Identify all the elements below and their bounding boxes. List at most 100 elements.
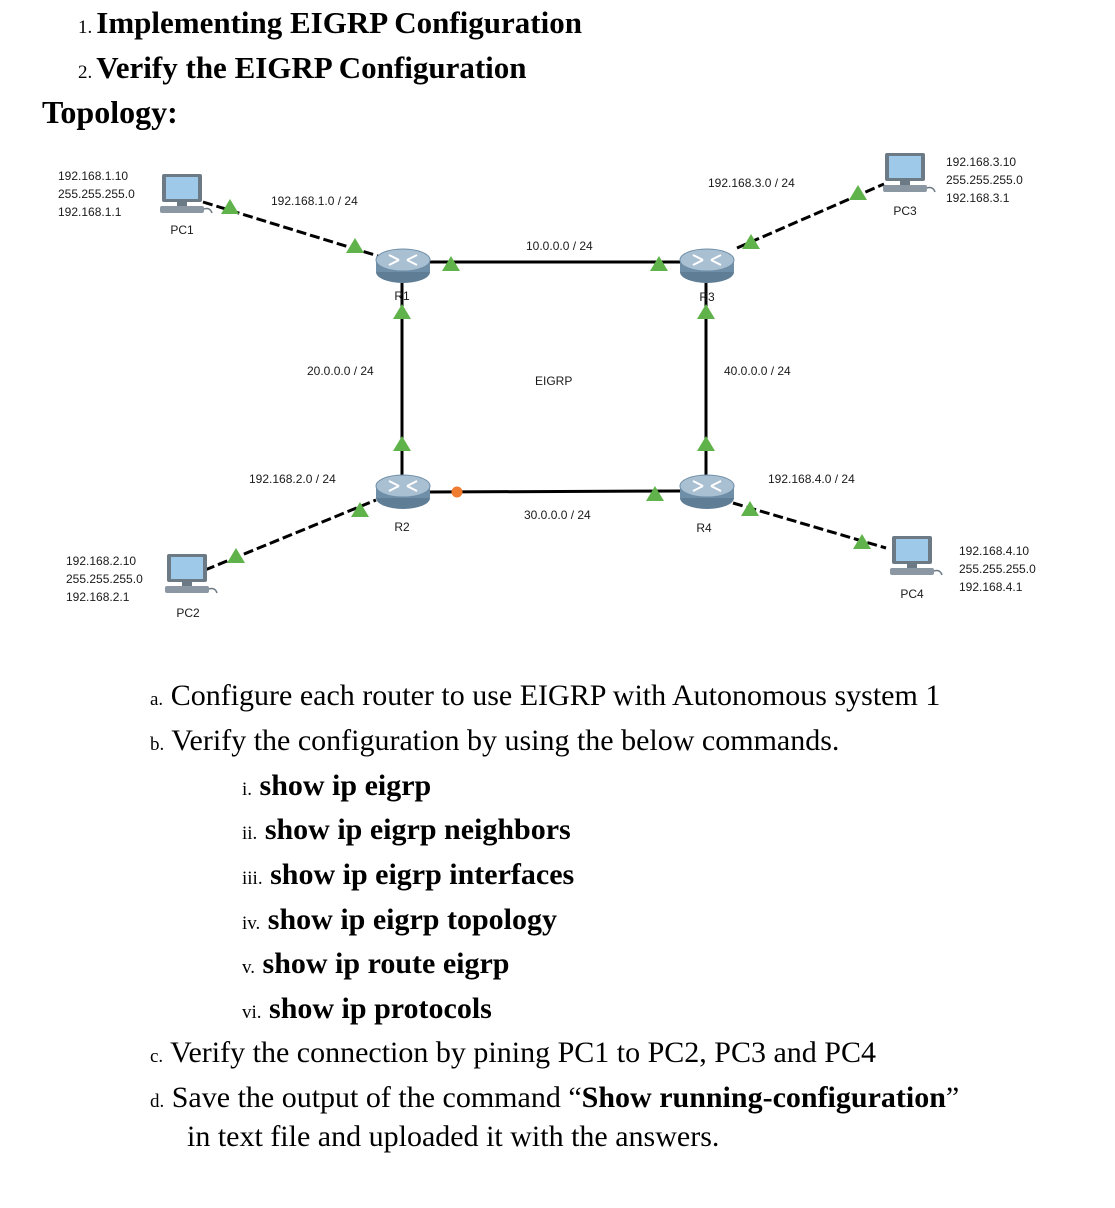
link-up-indicator <box>849 185 867 200</box>
step-b: b. Verify the configuration by using the… <box>150 724 839 758</box>
net-label-bg <box>761 469 873 487</box>
net-pc2-r2-label: 192.168.2.0 / 24 <box>249 472 336 486</box>
net-r1-r2-label: 20.0.0.0 / 24 <box>307 364 374 378</box>
pc4-gateway: 192.168.4.1 <box>959 580 1023 594</box>
router-r2-name: R2 <box>394 520 410 534</box>
router-r1-icon[interactable] <box>375 248 431 284</box>
command-item: i. show ip eigrp <box>242 769 431 803</box>
step-c-marker: c. <box>150 1046 164 1067</box>
command-text: show ip route eigrp <box>262 947 510 980</box>
pc4-ip: 192.168.4.10 <box>959 544 1029 558</box>
command-text: show ip eigrp interfaces <box>270 858 575 891</box>
router-r3-name: R3 <box>699 290 715 304</box>
net-r1-r3-label: 10.0.0.0 / 24 <box>526 239 593 253</box>
step-a: a. Configure each router to use EIGRP wi… <box>150 679 940 713</box>
pc2-name: PC2 <box>176 606 200 620</box>
pc2-mask: 255.255.255.0 <box>66 572 143 586</box>
command-marker: ii. <box>242 823 258 844</box>
router-r4-icon[interactable] <box>679 474 735 510</box>
pc1-ip: 192.168.1.10 <box>58 169 128 183</box>
net-label-bg <box>517 505 609 523</box>
command-marker: iv. <box>242 913 261 934</box>
net-r2-r4-label: 30.0.0.0 / 24 <box>524 508 591 522</box>
net-label-bg <box>519 236 611 254</box>
step-d-marker: d. <box>150 1091 165 1112</box>
link-up-indicator <box>742 234 760 249</box>
net-label-bg <box>701 173 813 191</box>
pc2-gateway: 192.168.2.1 <box>66 590 130 604</box>
step-b-marker: b. <box>150 734 165 755</box>
command-item: vi. show ip protocols <box>242 992 492 1026</box>
link-r2-r4 <box>429 489 681 494</box>
command-marker: vi. <box>242 1002 262 1023</box>
topology-diagram: PC1 PC3 PC2 PC4 R1 R3 R2 R4 192.168.1.10… <box>52 149 1051 620</box>
pc4-icon[interactable] <box>889 535 943 576</box>
objective-1-text: Implementing EIGRP Configuration <box>96 5 582 40</box>
link-up-indicator <box>346 238 364 253</box>
pc2-icon[interactable] <box>164 553 218 594</box>
pc1-gateway: 192.168.1.1 <box>58 205 122 219</box>
net-label-bg <box>242 469 354 487</box>
command-text: show ip eigrp <box>259 769 432 802</box>
net-r4-pc4-label: 192.168.4.0 / 24 <box>768 472 855 486</box>
command-marker: iii. <box>242 868 263 889</box>
step-a-text: Configure each router to use EIGRP with … <box>170 679 941 712</box>
command-text: show ip eigrp topology <box>267 903 558 936</box>
step-c: c. Verify the connection by pining PC1 t… <box>150 1036 876 1070</box>
command-item: v. show ip route eigrp <box>242 947 510 981</box>
link-pending-indicator <box>451 486 463 498</box>
pc1-name: PC1 <box>170 223 194 237</box>
command-text: show ip eigrp neighbors <box>264 813 571 846</box>
router-r1-name: R1 <box>394 289 410 303</box>
command-item: ii. show ip eigrp neighbors <box>242 813 571 847</box>
pc4-mask: 255.255.255.0 <box>959 562 1036 576</box>
objective-2-marker: 2. <box>78 62 93 83</box>
router-r3-icon[interactable] <box>679 248 735 284</box>
step-d-quote-close: ” <box>945 1081 960 1114</box>
pc2-info-box <box>60 548 156 608</box>
net-label-bg <box>300 361 392 379</box>
command-marker: v. <box>242 957 256 978</box>
link-up-indicator <box>221 199 239 214</box>
objective-2-text: Verify the EIGRP Configuration <box>96 50 527 85</box>
pc3-name: PC3 <box>893 204 917 218</box>
link-up-indicator <box>393 304 411 319</box>
eigrp-area-label: EIGRP <box>535 374 572 388</box>
router-r2-icon[interactable] <box>375 474 431 510</box>
step-b-text: Verify the configuration by using the be… <box>171 724 840 757</box>
pc4-name: PC4 <box>900 587 924 601</box>
pc3-gateway: 192.168.3.1 <box>946 191 1010 205</box>
pc4-info-box <box>953 538 1051 598</box>
step-d-text: Save the output of the command “ <box>171 1081 582 1114</box>
topology-title: Topology: <box>42 94 178 130</box>
net-r3-pc3-label: 192.168.3.0 / 24 <box>708 176 795 190</box>
command-marker: i. <box>242 779 253 800</box>
link-up-indicator <box>697 304 715 319</box>
pc3-mask: 255.255.255.0 <box>946 173 1023 187</box>
step-d: d. Save the output of the command “Show … <box>150 1081 959 1115</box>
objective-1: 1. Implementing EIGRP Configuration <box>78 5 582 41</box>
step-d-line2: in text file and uploaded it with the an… <box>187 1120 720 1153</box>
router-r4-name: R4 <box>696 521 712 535</box>
link-up-indicator <box>393 436 411 451</box>
step-a-marker: a. <box>150 689 164 710</box>
pc2-ip: 192.168.2.10 <box>66 554 136 568</box>
link-up-indicator <box>646 486 664 501</box>
pc1-info-box <box>52 163 146 223</box>
pc3-icon[interactable] <box>882 152 936 193</box>
command-item: iv. show ip eigrp topology <box>242 903 557 937</box>
pc3-ip: 192.168.3.10 <box>946 155 1016 169</box>
link-up-indicator <box>227 548 245 563</box>
net-pc1-r1-label: 192.168.1.0 / 24 <box>271 194 358 208</box>
net-label-bg <box>717 361 807 379</box>
pc1-mask: 255.255.255.0 <box>58 187 135 201</box>
step-d-command: Show running-configuration <box>581 1081 946 1114</box>
net-label-bg <box>264 191 372 209</box>
command-text: show ip protocols <box>269 992 492 1025</box>
command-item: iii. show ip eigrp interfaces <box>242 858 574 892</box>
step-c-text: Verify the connection by pining PC1 to P… <box>170 1036 876 1069</box>
pc1-icon[interactable] <box>159 173 213 214</box>
link-up-indicator <box>697 436 715 451</box>
objective-1-marker: 1. <box>78 17 93 38</box>
objective-2: 2. Verify the EIGRP Configuration <box>78 50 527 86</box>
